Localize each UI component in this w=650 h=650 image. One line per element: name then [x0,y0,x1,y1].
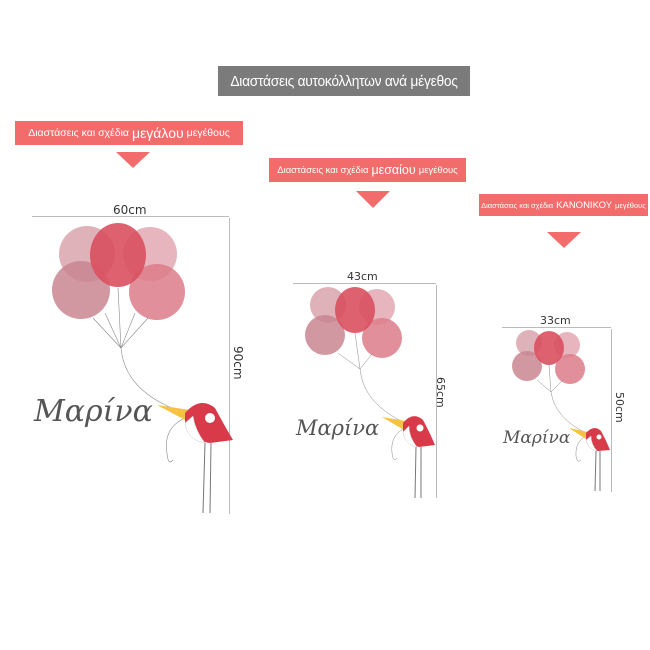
name-text-large: Μαρίνα [34,394,153,429]
balloon-bird-illustration-medium [305,287,435,499]
bird-icon [157,403,233,514]
banner-large-suffix: μεγέθους [186,127,230,139]
banner-large: Διαστάσεις και σχέδια μεγάλου μεγέθους [15,121,243,145]
width-dimension-line-small [502,327,611,328]
width-label-large: 60cm [113,203,147,217]
page-title: Διαστάσεις αυτοκόλλητων ανά μέγεθος [217,66,471,96]
arrow-down-icon [356,191,390,208]
name-text-small: Μαρίνα [503,428,571,448]
width-dimension-line-large [32,216,229,217]
banner-medium-prefix: Διαστάσεις και σχέδια [277,164,369,176]
arrow-down-icon [116,152,150,168]
banner-small-emphasis: ΚΑΝΟΝΙΚΟΥ [556,199,613,211]
width-dimension-line-medium [293,283,436,284]
banner-large-emphasis: μεγάλου [132,125,184,141]
banner-large-prefix: Διαστάσεις και σχέδια [28,127,129,139]
banner-medium-emphasis: μεσαίου [371,163,416,177]
width-label-small: 33cm [540,314,571,327]
height-dimension-line-small [611,329,612,492]
banner-small: Διαστάσεις και σχέδια ΚΑΝΟΝΙΚΟΥ μεγέθους [479,194,648,216]
banner-medium: Διαστάσεις και σχέδια μεσαίου μεγέθους [269,158,466,182]
arrow-down-icon [547,232,581,248]
width-label-medium: 43cm [347,270,378,283]
height-dimension-line-large [229,218,230,514]
banner-small-prefix: Διαστάσεις και σχέδια [481,200,554,210]
balloon-bird-illustration-small [512,330,610,492]
name-text-medium: Μαρίνα [296,416,380,440]
balloon-bird-illustration-large [52,223,233,514]
balloons-icon [52,223,185,320]
page-title-text: Διαστάσεις αυτοκόλλητων ανά μέγεθος [230,72,458,90]
banner-medium-suffix: μεγέθους [418,164,458,176]
height-dimension-line-medium [436,285,437,498]
banner-small-suffix: μεγέθους [615,200,646,210]
